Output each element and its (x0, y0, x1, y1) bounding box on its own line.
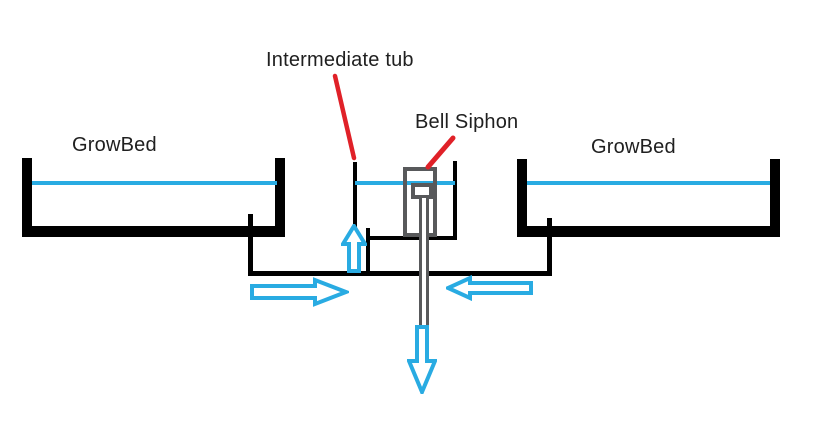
growbed-left-wall-left (22, 158, 32, 237)
growbed-right-floor (517, 226, 780, 237)
growbed-right-wall-left (517, 159, 527, 237)
growbed-left-wall-right (275, 158, 285, 237)
manifold-pipe (248, 271, 552, 276)
tub-inlet-channel-wall (366, 228, 370, 274)
bell-siphon-funnel (411, 183, 433, 199)
growbed-right-label: GrowBed (591, 136, 676, 158)
flow-right-arrow-icon (250, 277, 349, 307)
flow-left-arrow-icon (446, 275, 533, 301)
intermediate-tub-wall-left (353, 162, 357, 232)
bell-siphon-standpipe (419, 198, 429, 325)
intermediate-tub-floor (367, 236, 457, 240)
bell-siphon-callout-line (425, 135, 456, 170)
growbed-left-floor (22, 226, 285, 237)
bell-siphon-label: Bell Siphon (415, 111, 519, 133)
growbed-left-label: GrowBed (72, 134, 157, 156)
flow-up-arrow-icon (341, 224, 367, 273)
growbed-left-drain-pipe (248, 214, 253, 276)
growbed-left-water-line (32, 181, 277, 185)
intermediate-tub-label: Intermediate tub (266, 49, 414, 71)
growbed-right-water-line (527, 181, 770, 185)
growbed-right-drain-pipe (547, 218, 552, 276)
growbed-right-wall-right (770, 159, 780, 237)
flow-down-arrow-icon (407, 325, 437, 394)
intermediate-tub-callout-line (332, 73, 357, 161)
intermediate-tub-wall-right (453, 161, 457, 240)
